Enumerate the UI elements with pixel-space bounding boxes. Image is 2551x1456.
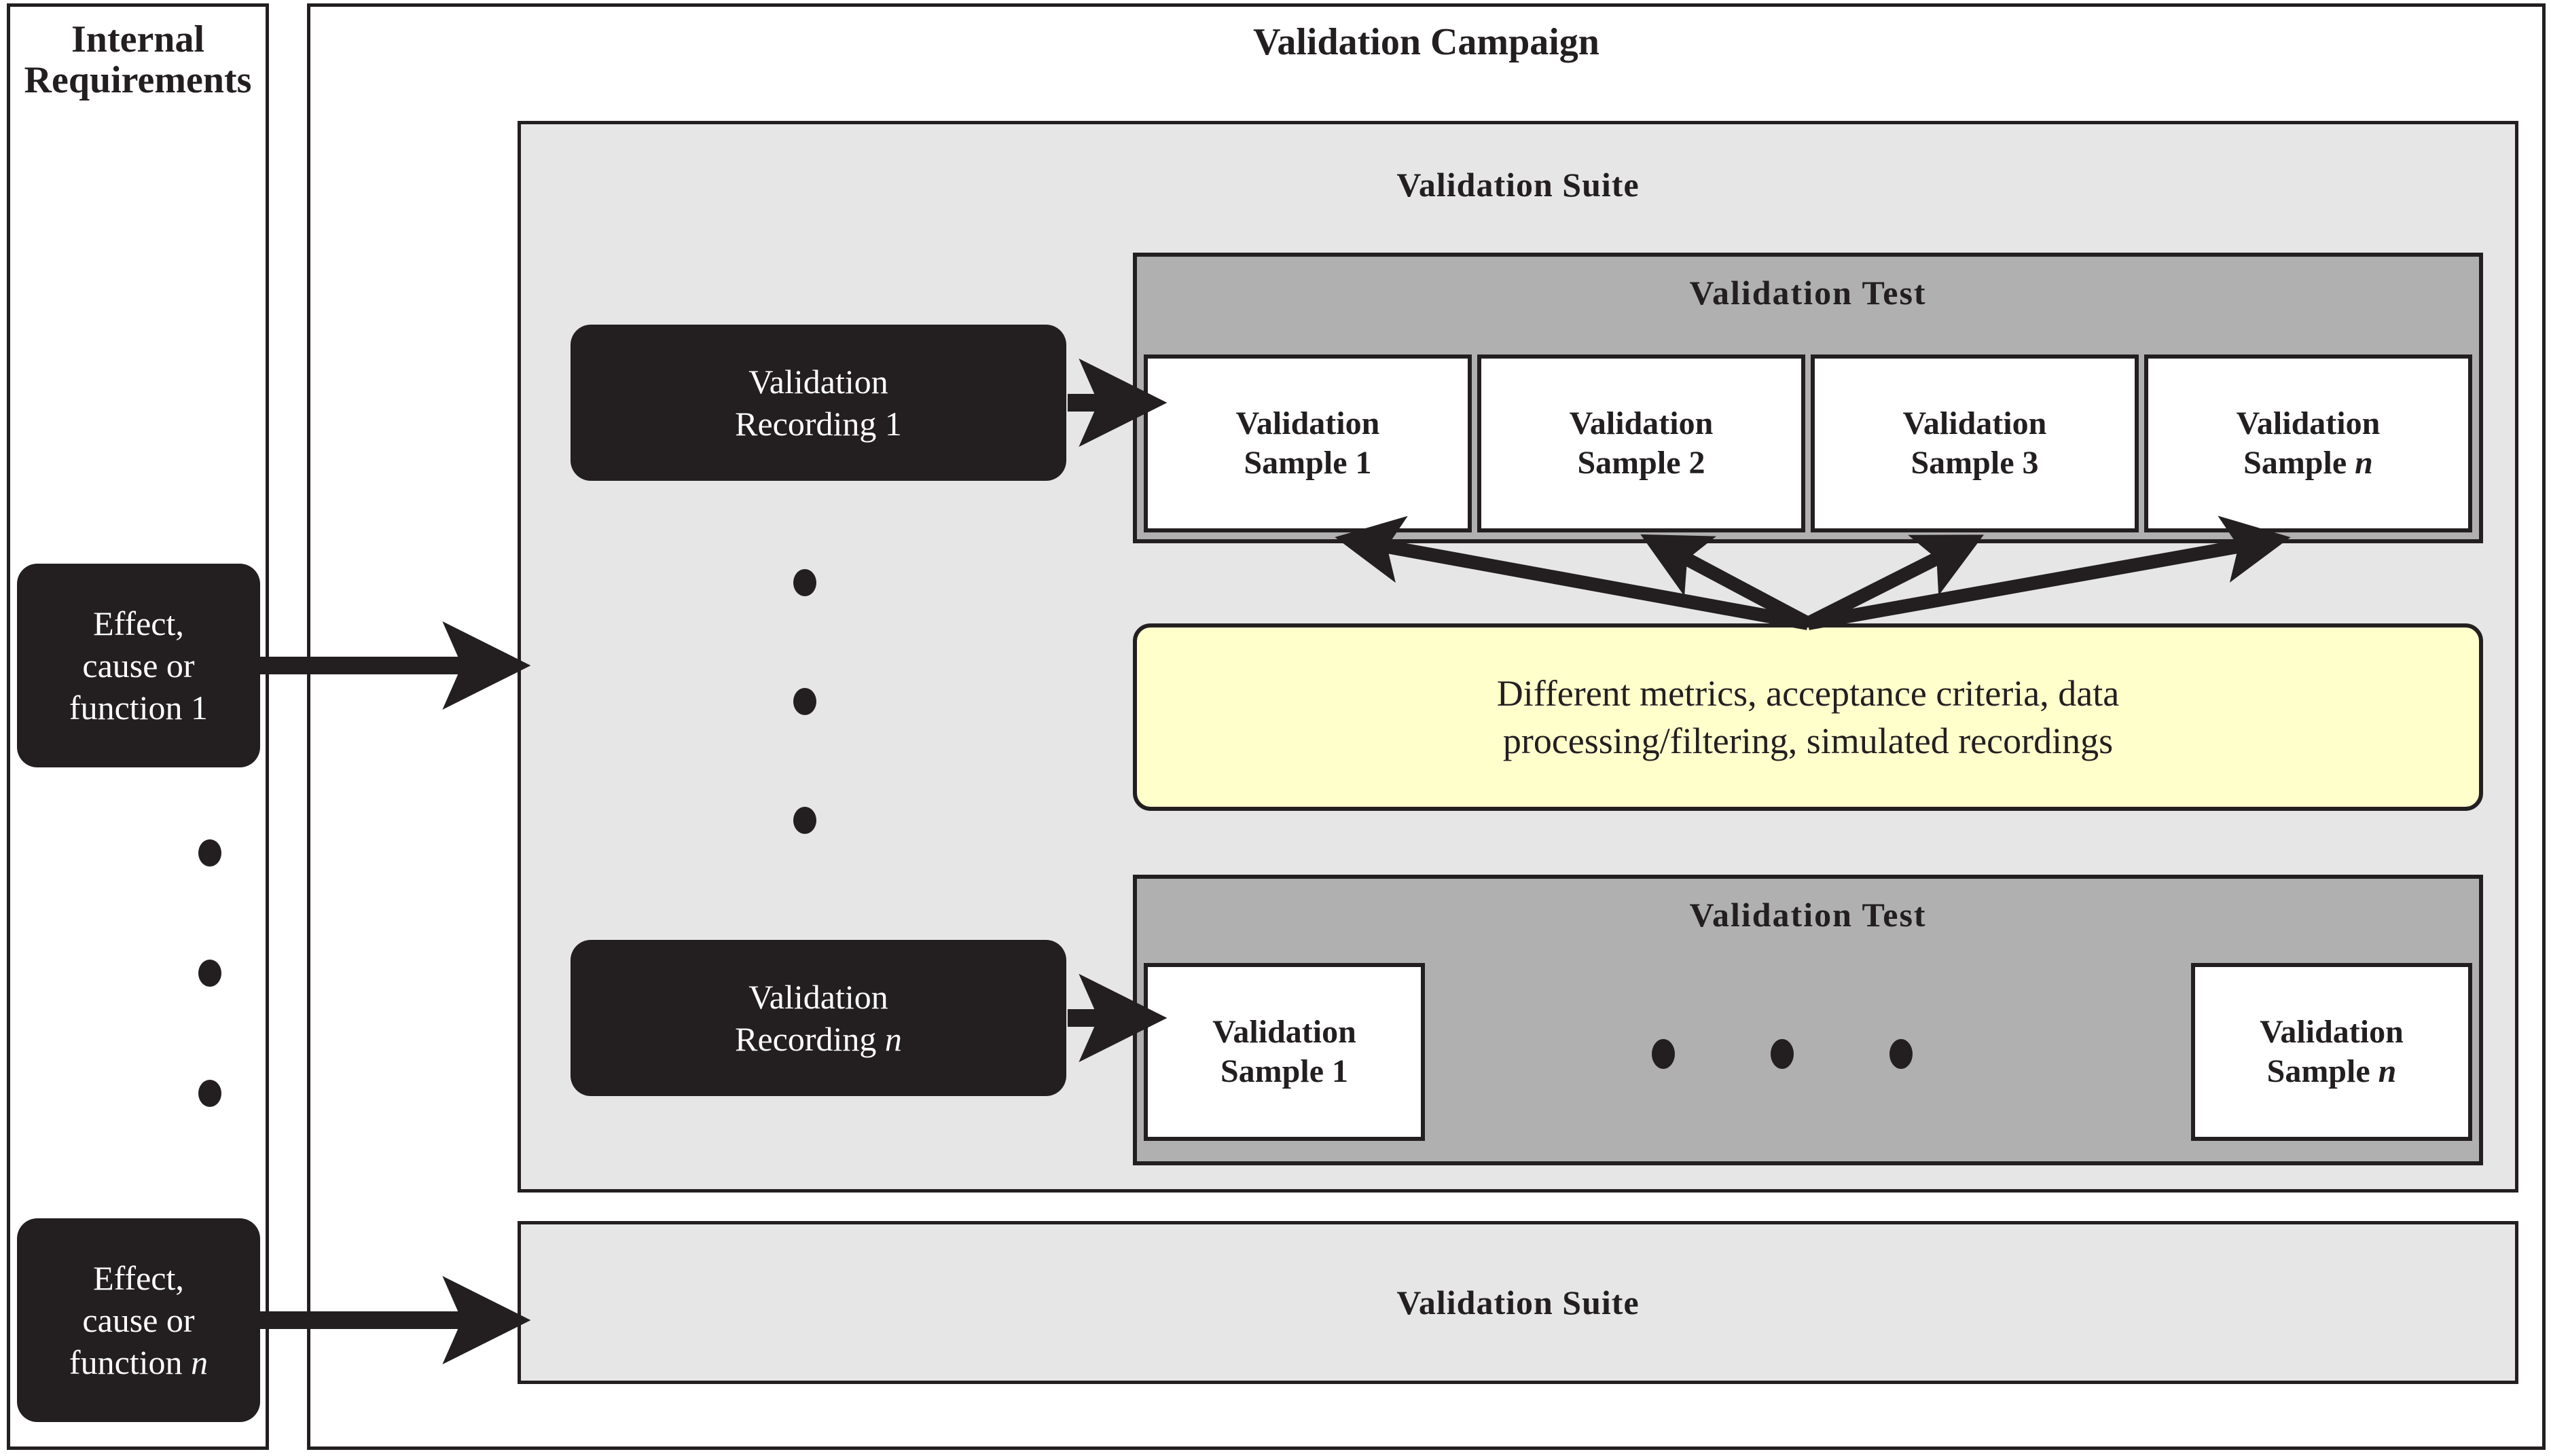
validation-sample-2-top-line-2: Sample 2 <box>1577 445 1705 481</box>
validation-campaign-title: Validation Campaign <box>1253 21 1599 63</box>
validation-suite-bottom: Validation Suite <box>518 1221 2518 1384</box>
validation-sample-n-bottom[interactable]: Validation Sample n <box>2191 963 2472 1141</box>
requirement-effect-1-line-1: Effect, <box>93 604 184 642</box>
validation-sample-1-top-line-2: Sample 1 <box>1244 445 1372 481</box>
recordings-ellipsis-dot-1 <box>793 569 816 596</box>
validation-recording-n-line-1: Validation <box>748 978 888 1016</box>
validation-recording-1-line-1: Validation <box>748 363 888 401</box>
requirement-effect-n-line-3: function n <box>69 1343 209 1381</box>
requirement-box-effect-n[interactable]: Effect, cause or function n <box>17 1218 260 1422</box>
validation-recording-1-box[interactable]: Validation Recording 1 <box>571 325 1066 481</box>
internal-requirements-title-line-1: Internal <box>71 18 204 60</box>
validation-sample-1-bottom[interactable]: Validation Sample 1 <box>1144 963 1425 1141</box>
validation-recording-n-box[interactable]: Validation Recording n <box>571 940 1066 1096</box>
validation-sample-3-top[interactable]: Validation Sample 3 <box>1811 354 2139 532</box>
validation-recording-n-line-2: Recording n <box>735 1020 902 1058</box>
validation-sample-1-bottom-line-2: Sample 1 <box>1220 1053 1348 1089</box>
requirement-effect-1-line-3: function 1 <box>69 689 209 727</box>
validation-sample-2-top-line-1: Validation <box>1569 405 1714 441</box>
internal-requirements-title: Internal Requirements <box>7 19 269 101</box>
validation-sample-n-bottom-line-2: Sample n <box>2266 1053 2397 1089</box>
recordings-ellipsis-dot-2 <box>793 688 816 715</box>
requirement-effect-1-line-2: cause or <box>82 647 195 685</box>
requirement-effect-n-line-1: Effect, <box>93 1259 184 1297</box>
samples-ellipsis-dot-2 <box>1771 1039 1794 1069</box>
samples-ellipsis-dot-1 <box>1652 1039 1675 1069</box>
validation-sample-3-top-line-2: Sample 3 <box>1911 445 2039 481</box>
validation-sample-n-top[interactable]: Validation Sample n <box>2144 354 2472 532</box>
validation-sample-row-top: Validation Sample 1 Validation Sample 2 … <box>1144 354 2472 532</box>
validation-sample-1-bottom-line-1: Validation <box>1212 1014 1356 1050</box>
metrics-note-line-2: processing/filtering, simulated recordin… <box>1502 721 2114 761</box>
validation-sample-n-bottom-line-1: Validation <box>2260 1014 2404 1050</box>
internal-requirements-title-line-2: Requirements <box>24 59 252 101</box>
validation-suite-top-label: Validation Suite <box>1396 166 1640 204</box>
validation-sample-1-top-line-1: Validation <box>1235 405 1380 441</box>
validation-sample-n-top-line-1: Validation <box>2236 405 2381 441</box>
requirements-ellipsis-dot-3 <box>198 1080 221 1107</box>
validation-sample-1-top[interactable]: Validation Sample 1 <box>1144 354 1472 532</box>
validation-suite-bottom-label: Validation Suite <box>1396 1284 1640 1322</box>
validation-recording-1-line-2: Recording 1 <box>735 405 902 443</box>
metrics-note-box: Different metrics, acceptance criteria, … <box>1133 623 2483 811</box>
validation-test-top-label: Validation Test <box>1689 274 1927 312</box>
metrics-note-line-1: Different metrics, acceptance criteria, … <box>1496 673 2120 714</box>
requirement-box-effect-1[interactable]: Effect, cause or function 1 <box>17 564 260 767</box>
validation-test-bottom-label: Validation Test <box>1689 896 1927 934</box>
requirements-ellipsis-dot-2 <box>198 960 221 987</box>
validation-sample-3-top-line-1: Validation <box>1902 405 2047 441</box>
requirement-effect-n-line-2: cause or <box>82 1301 195 1339</box>
samples-ellipsis-dot-3 <box>1889 1039 1913 1069</box>
validation-sample-2-top[interactable]: Validation Sample 2 <box>1477 354 1805 532</box>
requirements-ellipsis-dot-1 <box>198 839 221 867</box>
validation-sample-n-top-line-2: Sample n <box>2243 445 2373 481</box>
recordings-ellipsis-dot-3 <box>793 807 816 834</box>
